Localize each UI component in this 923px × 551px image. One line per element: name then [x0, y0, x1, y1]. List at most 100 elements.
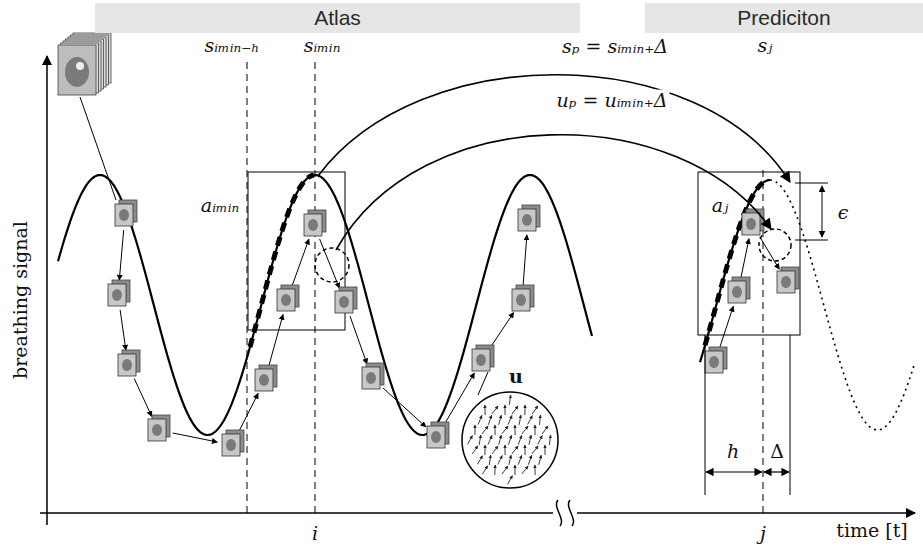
vector-arrow — [524, 445, 525, 455]
slice — [512, 289, 530, 311]
vector-arrow — [499, 415, 502, 425]
anatomy — [366, 372, 376, 384]
math-label: sⱼ — [756, 35, 775, 56]
mri-volume-icon — [705, 347, 727, 373]
slice — [148, 419, 166, 441]
mri-volume-icon — [742, 209, 764, 235]
vector-arrow — [532, 406, 538, 414]
math-label: time [t] — [834, 520, 909, 541]
axis-break-gap — [553, 500, 577, 526]
vector-arrow — [539, 415, 541, 425]
sequence-arrow — [741, 239, 749, 278]
vector-arrow — [502, 466, 508, 474]
dimension-line — [705, 335, 706, 495]
vector-arrow — [482, 466, 487, 474]
slice — [277, 289, 295, 311]
vector-arrow — [542, 426, 548, 434]
leader-line — [80, 97, 116, 200]
bracket-line — [795, 183, 828, 184]
mri-volume-icon — [728, 277, 750, 303]
dimension-arrow — [822, 186, 823, 237]
anatomy — [732, 286, 742, 298]
vector-arrow — [502, 426, 508, 434]
vector-arrow — [532, 446, 538, 454]
vector-arrow — [539, 455, 542, 465]
highlight-circle — [315, 248, 349, 282]
header-band: Prediciton — [645, 3, 923, 33]
mri-volume-icon — [427, 422, 449, 448]
slice — [58, 45, 96, 95]
header-band: Atlas — [95, 3, 580, 33]
time-marker — [247, 62, 248, 513]
vector-arrow — [518, 435, 522, 444]
vector-arrow — [494, 425, 495, 435]
vector-field-circle — [462, 392, 558, 488]
sequence-arrow — [173, 433, 218, 442]
slice — [108, 284, 126, 306]
mri-volume-icon — [255, 365, 277, 391]
slice — [362, 367, 380, 389]
math-label: Δ — [768, 441, 786, 462]
x-axis — [40, 512, 915, 514]
slice — [472, 349, 490, 371]
vector-arrow — [509, 395, 510, 405]
mri-volume-icon — [115, 200, 137, 226]
axis-label: breathing signal — [10, 219, 31, 381]
slice — [728, 281, 746, 303]
vector-arrow — [504, 445, 505, 455]
window-box — [698, 172, 800, 335]
window-box — [248, 172, 345, 330]
anatomy — [119, 209, 129, 221]
sequence-arrow — [269, 314, 283, 365]
anatomy — [112, 289, 122, 301]
math-label: aⱼ — [710, 195, 730, 216]
slice — [255, 369, 273, 391]
vector-arrow — [492, 446, 498, 454]
vector-arrow — [498, 456, 502, 465]
mri-volume-icon — [362, 363, 384, 389]
slice — [427, 426, 445, 448]
mri-volume-icon — [518, 205, 540, 231]
anatomy — [281, 294, 291, 306]
vector-arrow — [489, 455, 490, 465]
dimension-arrow — [706, 471, 762, 472]
anatomy — [122, 359, 132, 371]
vector-arrow — [499, 435, 502, 445]
mri-volume-icon — [304, 210, 326, 236]
vector-arrow — [488, 435, 492, 444]
vector-arrow — [484, 445, 485, 455]
anatomy — [152, 424, 162, 436]
vector-arrow — [512, 406, 518, 414]
sequence-arrow — [120, 310, 126, 350]
vector-arrow — [522, 426, 528, 434]
anatomy — [781, 276, 791, 288]
window-segment — [250, 175, 314, 347]
anatomy — [339, 296, 349, 308]
vector-arrow — [534, 425, 535, 435]
math-label: aᵢₘᵢₙ — [199, 195, 241, 216]
slice — [335, 291, 353, 313]
math-label: i — [310, 523, 320, 544]
sequence-arrow — [239, 393, 258, 431]
vector-arrow — [538, 436, 542, 445]
anatomy — [516, 294, 526, 306]
leader-line — [478, 372, 488, 395]
slice — [518, 209, 536, 231]
axis-break-mark — [556, 500, 561, 526]
math-label: ϵ — [836, 202, 851, 223]
sequence-arrow — [292, 239, 309, 286]
vector-arrow — [518, 455, 522, 464]
vector-arrow — [479, 435, 481, 445]
vector-arrow — [468, 436, 473, 445]
vector-arrow — [514, 465, 515, 475]
sequence-arrow — [760, 237, 780, 269]
vector-arrow — [484, 405, 485, 415]
anatomy — [431, 431, 441, 443]
time-marker — [315, 62, 316, 513]
vector-arrow — [512, 446, 518, 454]
band-title: Atlas — [314, 6, 361, 30]
slice — [777, 271, 795, 293]
slice — [118, 354, 136, 376]
math-label: sᵢₘᵢₙ₋ₕ — [203, 35, 262, 56]
